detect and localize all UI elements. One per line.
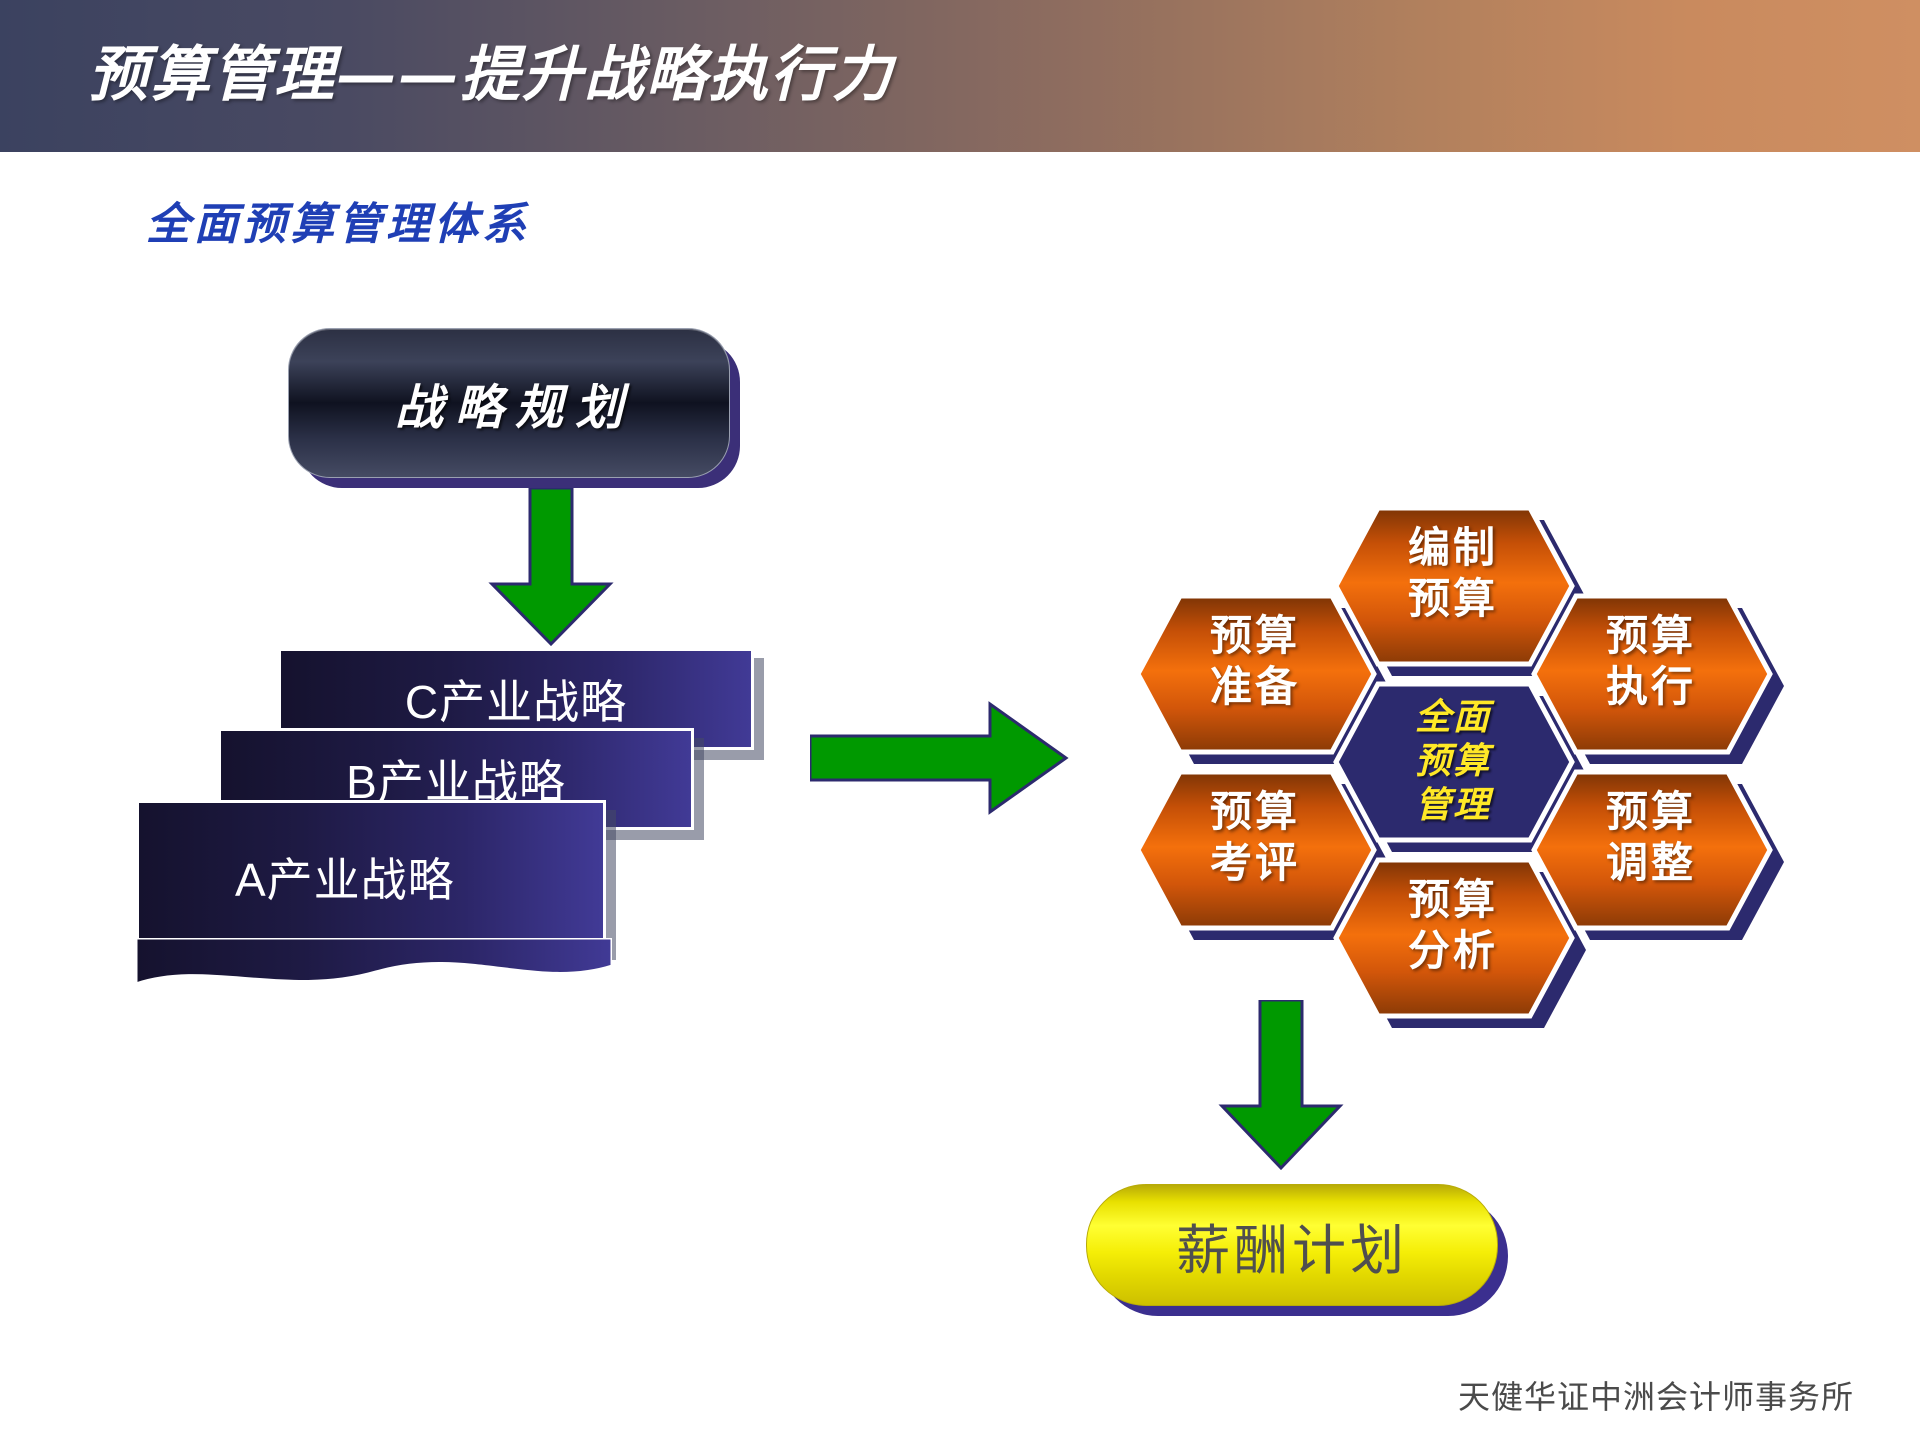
strategy-plan-label: 战略规划 [394, 380, 635, 436]
strategy-card-c-label: C产业战略 [404, 676, 628, 728]
down-arrow-icon-hex-to-salary [1218, 1000, 1344, 1171]
hexagon-budget-execute [1531, 593, 1773, 755]
hexagon-budget-prepare [1135, 593, 1377, 755]
hexagon-budget-appraise [1135, 769, 1377, 931]
right-arrow-icon-cards-to-hex [810, 701, 1069, 815]
down-arrow-icon-plan-to-cards [488, 488, 614, 647]
section-subtitle: 全面预算管理体系 [146, 199, 530, 250]
page-title: 预算管理——提升战略执行力 [88, 40, 894, 110]
slide-header-bar: 预算管理——提升战略执行力 [0, 0, 1920, 152]
budget-hexagon-cluster: 预算 准备 编制 预算 预算 执行 预算 调整 预算 分析 预算 考评 全面 预… [1130, 500, 1830, 1060]
salary-plan-label: 薪酬计划 [1176, 1220, 1408, 1281]
hexagon-center-overall-budget [1333, 681, 1575, 843]
hexagon-budget-compile [1333, 505, 1575, 667]
strategy-plan-box[interactable]: 战略规划 [288, 328, 730, 478]
hexagon-budget-adjust [1531, 769, 1773, 931]
hexagon-budget-analyze [1333, 857, 1575, 1019]
strategy-card-a[interactable]: A产业战略 [136, 800, 606, 950]
hexagon-shapes [1135, 505, 1784, 1028]
salary-plan-button[interactable]: 薪酬计划 [1086, 1184, 1498, 1306]
strategy-card-a-wave-edge [136, 938, 612, 986]
strategy-card-a-label: A产业战略 [235, 853, 455, 906]
footer-company-name: 天健华证中洲会计师事务所 [1457, 1379, 1854, 1415]
strategy-card-b-label: B产业战略 [346, 756, 566, 808]
